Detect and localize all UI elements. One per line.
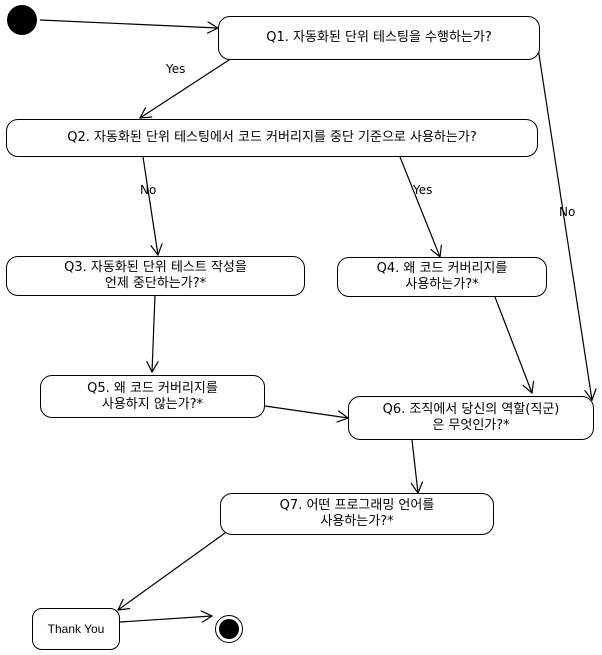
- question-q5-line2: 사용하지 않는가?*: [101, 396, 204, 412]
- question-q4-line1: Q4. 왜 코드 커버리지를: [376, 261, 508, 276]
- edge-label-q2-no: No: [140, 183, 157, 197]
- question-q6-line1: Q6. 조직에서 당신의 역할(직군): [382, 402, 560, 417]
- question-q2: Q2. 자동화된 단위 테스팅에서 코드 커버리지를 중단 기준으로 사용하는가…: [6, 119, 538, 157]
- edge-label-q1-yes: Yes: [166, 62, 186, 76]
- question-q4: Q4. 왜 코드 커버리지를 사용하는가?*: [337, 257, 547, 297]
- question-q7-line1: Q7. 어떤 프로그래밍 언어를: [279, 498, 435, 513]
- thank-you-node: Thank You: [32, 608, 120, 650]
- edge-q2-q4: [399, 156, 440, 257]
- edge-q5-q6: [264, 405, 348, 418]
- question-q6: Q6. 조직에서 당신의 역할(직군) 은 무엇인가?*: [348, 396, 594, 440]
- question-q3: Q3. 자동화된 단위 테스트 작성을 언제 중단하는가?*: [6, 256, 305, 296]
- edge-q1-q2: [140, 57, 233, 118]
- thank-you-text: Thank You: [47, 622, 105, 636]
- edge-q1-q6: [537, 47, 592, 400]
- edge-q4-q6: [494, 296, 532, 393]
- question-q5: Q5. 왜 코드 커버리지를 사용하지 않는가?*: [40, 375, 265, 418]
- question-q3-line1: Q3. 자동화된 단위 테스트 작성을: [64, 260, 247, 275]
- edge-q3-q5: [152, 294, 155, 372]
- edge-q2-q3: [142, 156, 158, 255]
- start-node: [7, 5, 37, 35]
- question-q2-text: Q2. 자동화된 단위 테스팅에서 코드 커버리지를 중단 기준으로 사용하는가…: [67, 130, 477, 145]
- edge-thankyou-end: [119, 616, 212, 622]
- question-q3-line2: 언제 중단하는가?*: [104, 276, 207, 291]
- question-q6-line2: 은 무엇인가?*: [432, 418, 510, 433]
- question-q7: Q7. 어떤 프로그래밍 언어를 사용하는가?*: [220, 493, 494, 535]
- question-q1: Q1. 자동화된 단위 테스팅을 수행하는가?: [218, 16, 540, 60]
- question-q4-line2: 사용하는가?*: [405, 277, 479, 292]
- edge-q6-q7: [412, 439, 418, 493]
- edge-label-q2-yes: Yes: [413, 183, 433, 197]
- end-node-inner: [219, 619, 239, 639]
- edge-q7-thankyou: [118, 532, 226, 610]
- edge-start-q1: [39, 19, 218, 28]
- question-q1-text: Q1. 자동화된 단위 테스팅을 수행하는가?: [266, 30, 492, 45]
- edge-label-q1-no: No: [559, 205, 576, 219]
- question-q7-line2: 사용하는가?*: [320, 514, 394, 529]
- question-q5-line1: Q5. 왜 코드 커버리지를: [87, 380, 218, 396]
